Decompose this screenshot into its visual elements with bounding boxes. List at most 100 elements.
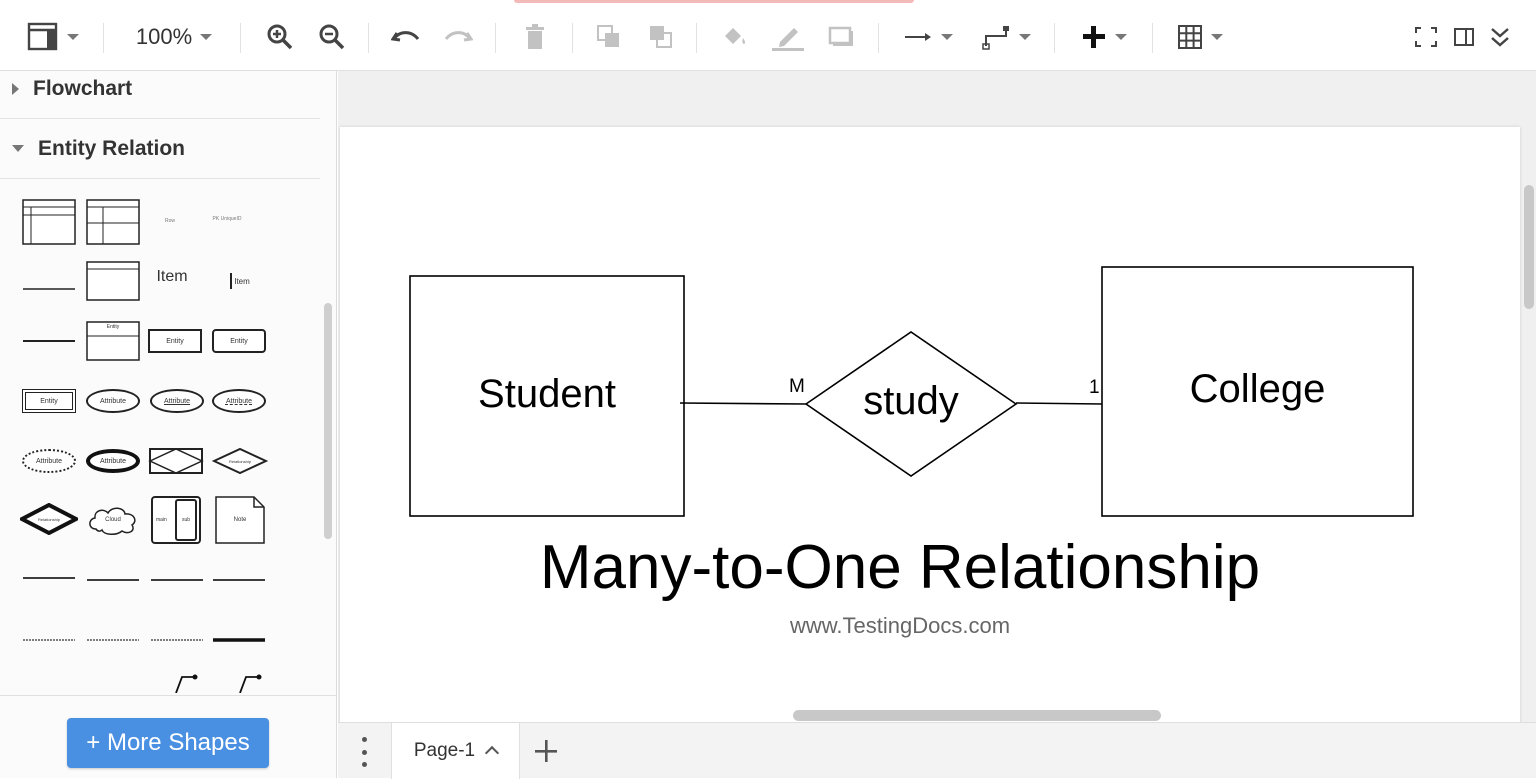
shape-relation-line-3[interactable]	[150, 577, 204, 583]
shape-identifying-relationship[interactable]: Relationship	[20, 503, 78, 535]
shape-dashed-relation-2[interactable]	[86, 637, 140, 643]
student-entity-label[interactable]: Student	[478, 372, 616, 416]
shape-dashed-relation-3[interactable]	[150, 637, 204, 643]
shape-derived-attribute[interactable]: Attribute	[22, 449, 76, 473]
diagram-canvas[interactable]: Student study College M 1 Many-to-One Re…	[338, 71, 1536, 722]
fullscreen-icon	[1415, 27, 1437, 47]
shape-table-fk[interactable]	[86, 199, 140, 245]
delete-button[interactable]	[518, 19, 552, 55]
section-title: Entity Relation	[38, 136, 186, 160]
diagram-subtitle[interactable]: www.TestingDocs.com	[789, 613, 1011, 638]
shape-attribute[interactable]: Attribute	[86, 389, 140, 413]
shape-subtype[interactable]: main sub	[150, 495, 202, 545]
zoom-out-icon	[319, 24, 345, 50]
shape-weak-entity[interactable]: Entity	[22, 389, 76, 413]
to-back-icon	[650, 26, 672, 48]
shape-entity[interactable]: Entity	[148, 329, 202, 353]
chevron-down-icon	[67, 34, 79, 40]
cardinality-many-label[interactable]: M	[789, 376, 805, 397]
shape-row-pk[interactable]: PK UniqueID	[212, 216, 242, 222]
fullscreen-button[interactable]	[1412, 19, 1440, 55]
redo-icon	[444, 31, 473, 42]
sidebar-footer: + More Shapes	[0, 695, 336, 778]
shape-note[interactable]: Note	[214, 495, 266, 545]
student-entity-box	[409, 275, 685, 517]
connector-study-college	[1015, 402, 1103, 405]
fill-color-icon	[725, 28, 746, 44]
table-dropdown[interactable]	[1170, 19, 1230, 55]
shape-row[interactable]: Row	[164, 218, 175, 224]
insert-icon	[1083, 26, 1105, 48]
to-front-button[interactable]	[592, 19, 626, 55]
pages-menu-button[interactable]	[354, 737, 374, 767]
shape-entity-rounded[interactable]: Entity	[212, 329, 266, 353]
shadow-button[interactable]	[824, 19, 858, 55]
shape-relationship[interactable]: Relationship	[212, 447, 268, 475]
shape-list[interactable]	[86, 261, 140, 301]
shape-multivalued-attribute[interactable]: Attribute	[86, 449, 140, 473]
shape-entity-table[interactable]: Entity	[86, 321, 140, 361]
plus-icon	[535, 740, 557, 762]
shape-bold-relation[interactable]	[212, 637, 266, 643]
layout-menu-button[interactable]	[20, 19, 86, 55]
zoom-in-button[interactable]	[262, 19, 298, 55]
delete-icon	[526, 24, 544, 49]
vertical-scrollbar[interactable]	[1524, 185, 1534, 309]
connection-style-dropdown[interactable]	[898, 19, 958, 55]
shape-item[interactable]: Item	[156, 268, 188, 285]
page-tabs-bar: Page-1	[338, 722, 1536, 779]
college-entity-label[interactable]: College	[1189, 367, 1326, 411]
shape-palette: Row PK UniqueID Item Item Entity Entity …	[0, 183, 320, 693]
undo-icon	[391, 31, 420, 42]
diagram-page[interactable]: Student study College M 1 Many-to-One Re…	[340, 127, 1520, 722]
diagram-title[interactable]: Many-to-One Relationship	[539, 533, 1261, 602]
chevron-down-icon	[1115, 34, 1127, 40]
to-back-button[interactable]	[644, 19, 678, 55]
format-panel-icon	[1454, 28, 1474, 46]
more-shapes-button[interactable]: + More Shapes	[67, 718, 269, 768]
cardinality-one-label[interactable]: 1	[1089, 377, 1100, 398]
shape-relation-line-1[interactable]	[22, 575, 76, 581]
shape-relation-line-2[interactable]	[86, 577, 140, 583]
line-color-button[interactable]	[770, 19, 806, 55]
shape-line[interactable]	[22, 339, 76, 343]
shape-relation-line-4[interactable]	[212, 577, 266, 583]
insert-dropdown[interactable]	[1074, 19, 1134, 55]
section-entity-relation[interactable]: Entity Relation	[0, 119, 320, 179]
zoom-out-button[interactable]	[314, 19, 350, 55]
section-flowchart[interactable]: Flowchart	[0, 71, 320, 119]
format-panel-button[interactable]	[1450, 19, 1478, 55]
shadow-icon	[828, 26, 853, 46]
shape-item-marked[interactable]: Item	[226, 271, 254, 291]
shape-underline-row[interactable]	[22, 279, 76, 291]
add-page-button[interactable]	[534, 739, 558, 763]
shape-cloud[interactable]: Cloud	[86, 505, 140, 535]
shape-key-attribute[interactable]: Attribute	[150, 389, 204, 413]
shape-partial-key-attribute[interactable]: Attribute	[212, 389, 266, 413]
shape-table-pk[interactable]	[22, 199, 76, 245]
study-relationship-label[interactable]: study	[863, 379, 959, 423]
waypoints-dropdown[interactable]	[976, 19, 1036, 55]
to-front-icon	[597, 25, 619, 47]
horizontal-scrollbar[interactable]	[793, 710, 1161, 721]
shape-elbow-connector-1[interactable]	[172, 673, 200, 693]
redo-button[interactable]	[440, 19, 476, 55]
shape-elbow-connector-2[interactable]	[236, 673, 264, 693]
toolbar: 100%	[0, 5, 1536, 71]
sidebar-scrollbar[interactable]	[324, 303, 332, 539]
chevron-down-icon	[200, 34, 213, 40]
study-relationship-diamond	[804, 331, 1018, 477]
fill-color-button[interactable]	[718, 19, 752, 55]
shape-dashed-relation-1[interactable]	[22, 637, 76, 643]
collapse-icon	[1491, 28, 1509, 47]
more-vertical-icon	[361, 737, 367, 742]
page-tab[interactable]: Page-1	[391, 723, 520, 779]
chevron-down-icon	[12, 145, 24, 152]
section-title: Flowchart	[33, 76, 133, 100]
zoom-dropdown[interactable]: 100%	[122, 19, 226, 55]
shape-associative-entity[interactable]	[148, 447, 204, 475]
chevron-down-icon	[1211, 34, 1223, 40]
undo-button[interactable]	[388, 19, 424, 55]
collapse-toolbar-button[interactable]	[1486, 19, 1514, 55]
page-tab-label: Page-1	[413, 740, 476, 761]
